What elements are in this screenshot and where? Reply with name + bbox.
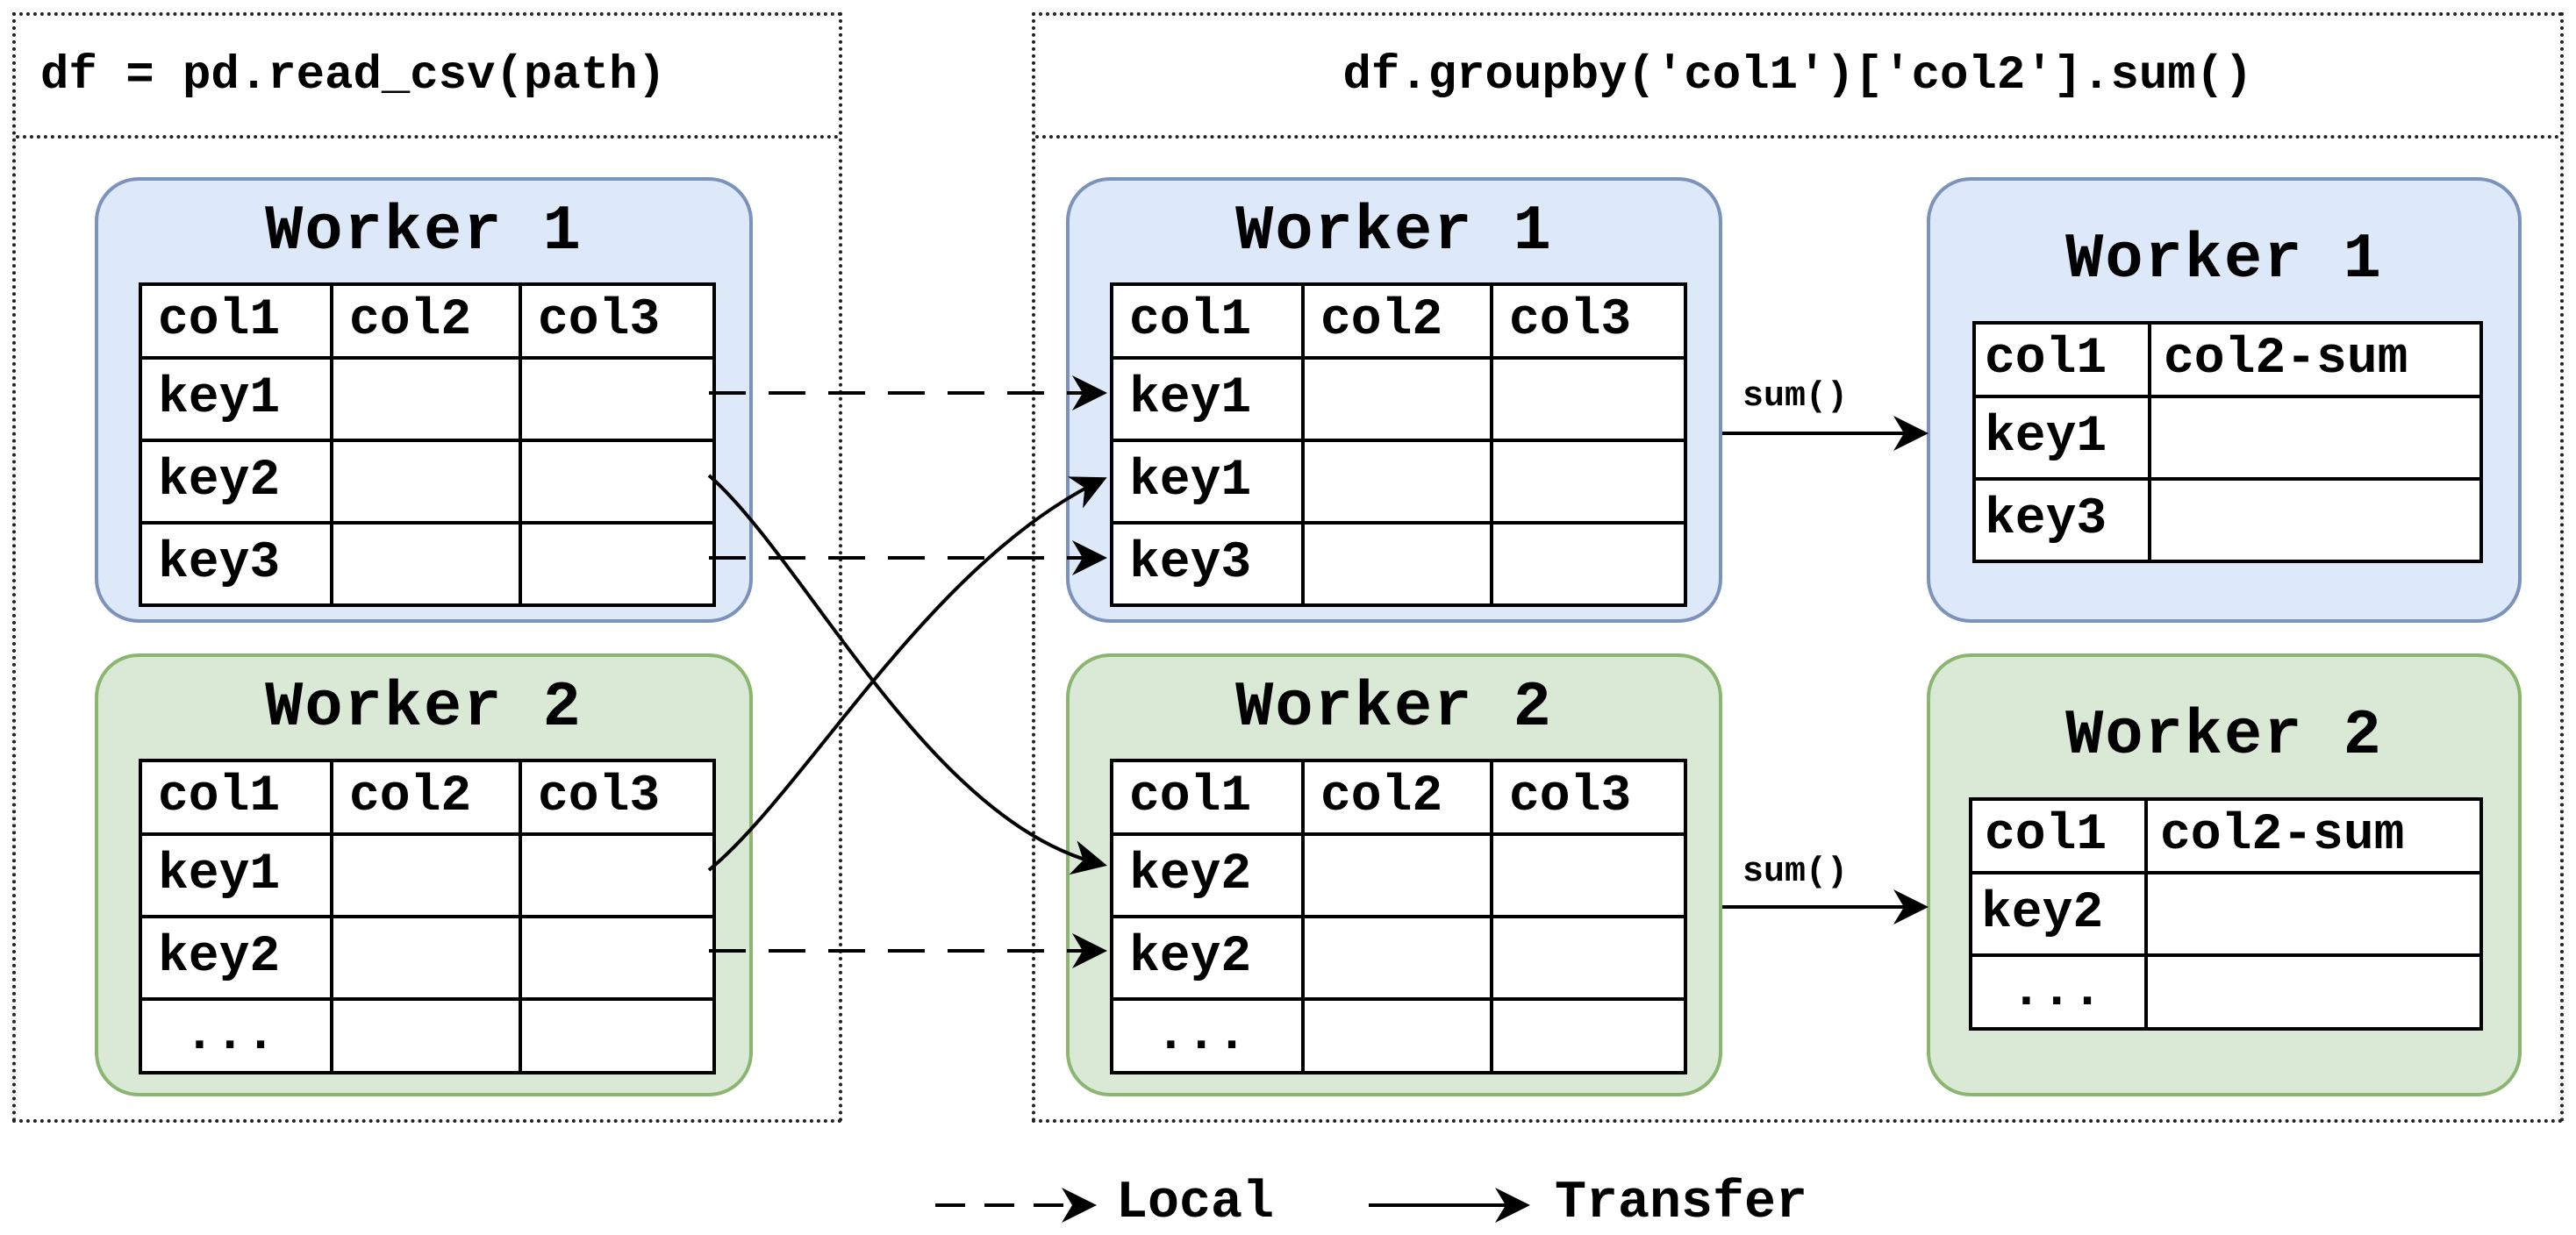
worker-title: Worker 2 — [265, 672, 583, 744]
table-header-cell: col1 — [139, 759, 333, 836]
table-cell: ... — [139, 997, 333, 1074]
table-header-cell: col2 — [1301, 759, 1493, 836]
table-cell — [330, 832, 522, 918]
table-cell — [1301, 356, 1493, 442]
worker-table: col1 col2 col3 key1 key2 key3 — [139, 282, 716, 607]
table-cell — [1490, 439, 1687, 525]
table-cell — [1301, 997, 1493, 1074]
table-header-cell: col1 — [1972, 321, 2151, 398]
worker-title: Worker 1 — [2065, 224, 2383, 296]
right-worker-1: Worker 1 col1 col2 col3 key1 key1 key3 — [1066, 177, 1722, 623]
sum-label-worker-2: sum() — [1742, 853, 1849, 892]
table-cell: key2 — [139, 915, 333, 1001]
legend-local-label: Local — [1116, 1174, 1275, 1233]
worker-title: Worker 1 — [265, 196, 583, 268]
right-worker-2: Worker 2 col1 col2 col3 key2 key2 ... — [1066, 653, 1722, 1096]
table-header-cell: col1 — [1969, 797, 2148, 874]
worker-table: col1 col2 col3 key2 key2 ... — [1110, 759, 1687, 1074]
transfer-arrow-key1 — [707, 476, 1107, 872]
worker-title: Worker 2 — [1235, 672, 1553, 744]
right-panel: df.groupby('col1')['col2'].sum() — [1032, 12, 2564, 1123]
table-cell — [330, 997, 522, 1074]
table-header-cell: col2 — [1301, 282, 1493, 360]
table-header-cell: col1 — [1110, 759, 1305, 836]
result-table: col1 col2-sum key1 key3 — [1972, 321, 2483, 563]
table-cell: key1 — [1110, 439, 1305, 525]
table-header-cell: col3 — [1490, 282, 1687, 360]
table-header-cell: col3 — [519, 759, 716, 836]
legend-transfer-label: Transfer — [1555, 1174, 1808, 1233]
table-cell: key1 — [1972, 395, 2151, 481]
table-cell — [2148, 395, 2483, 481]
read-csv-code: df = pd.read_csv(path) — [16, 16, 839, 139]
table-cell: key1 — [139, 832, 333, 918]
worker-table: col1 col2 col3 key1 key1 key3 — [1110, 282, 1687, 607]
table-cell: key2 — [1969, 871, 2148, 957]
table-cell — [1301, 521, 1493, 607]
groupby-code: df.groupby('col1')['col2'].sum() — [1035, 16, 2560, 139]
table-cell: key3 — [1110, 521, 1305, 607]
worker-title: Worker 2 — [2065, 700, 2383, 772]
table-cell: key3 — [139, 521, 333, 607]
table-cell — [519, 997, 716, 1074]
left-worker-1: Worker 1 col1 col2 col3 key1 key2 key3 — [95, 177, 753, 623]
table-cell — [1490, 915, 1687, 1001]
table-cell — [2144, 953, 2483, 1031]
result-worker-1: Worker 1 col1 col2-sum key1 key3 — [1927, 177, 2522, 623]
table-header-cell: col1 — [139, 282, 333, 360]
table-cell — [519, 832, 716, 918]
table-cell — [330, 521, 522, 607]
table-cell: key2 — [1110, 832, 1305, 918]
table-cell — [1301, 439, 1493, 525]
table-cell — [1490, 521, 1687, 607]
table-cell — [1490, 997, 1687, 1074]
table-cell — [330, 356, 522, 442]
table-cell: key1 — [1110, 356, 1305, 442]
table-cell: key2 — [139, 439, 333, 525]
table-header-cell: col3 — [1490, 759, 1687, 836]
transfer-arrow-key2 — [707, 474, 1107, 875]
table-cell — [2144, 871, 2483, 957]
table-cell — [519, 521, 716, 607]
worker-title: Worker 1 — [1235, 196, 1553, 268]
table-header-cell: col2 — [330, 282, 522, 360]
table-header-cell: col2 — [330, 759, 522, 836]
table-header-cell: col3 — [519, 282, 716, 360]
worker-table: col1 col2 col3 key1 key2 ... — [139, 759, 716, 1074]
table-cell: key3 — [1972, 477, 2151, 563]
table-cell: key2 — [1110, 915, 1305, 1001]
table-header-cell: col1 — [1110, 282, 1305, 360]
table-cell — [1301, 915, 1493, 1001]
table-cell — [330, 915, 522, 1001]
table-cell — [1301, 832, 1493, 918]
table-cell — [519, 915, 716, 1001]
left-panel: df = pd.read_csv(path) — [12, 12, 842, 1123]
table-cell — [1490, 832, 1687, 918]
table-cell — [1490, 356, 1687, 442]
table-header-cell: col2-sum — [2144, 797, 2483, 874]
table-cell — [519, 439, 716, 525]
table-cell — [330, 439, 522, 525]
result-table: col1 col2-sum key2 ... — [1969, 797, 2483, 1031]
table-cell — [519, 356, 716, 442]
table-cell: ... — [1969, 953, 2148, 1031]
table-cell: ... — [1110, 997, 1305, 1074]
table-cell — [2148, 477, 2483, 563]
table-cell: key1 — [139, 356, 333, 442]
result-worker-2: Worker 2 col1 col2-sum key2 ... — [1927, 653, 2522, 1096]
sum-label-worker-1: sum() — [1742, 377, 1849, 417]
table-header-cell: col2-sum — [2148, 321, 2483, 398]
left-worker-2: Worker 2 col1 col2 col3 key1 key2 ... — [95, 653, 753, 1096]
